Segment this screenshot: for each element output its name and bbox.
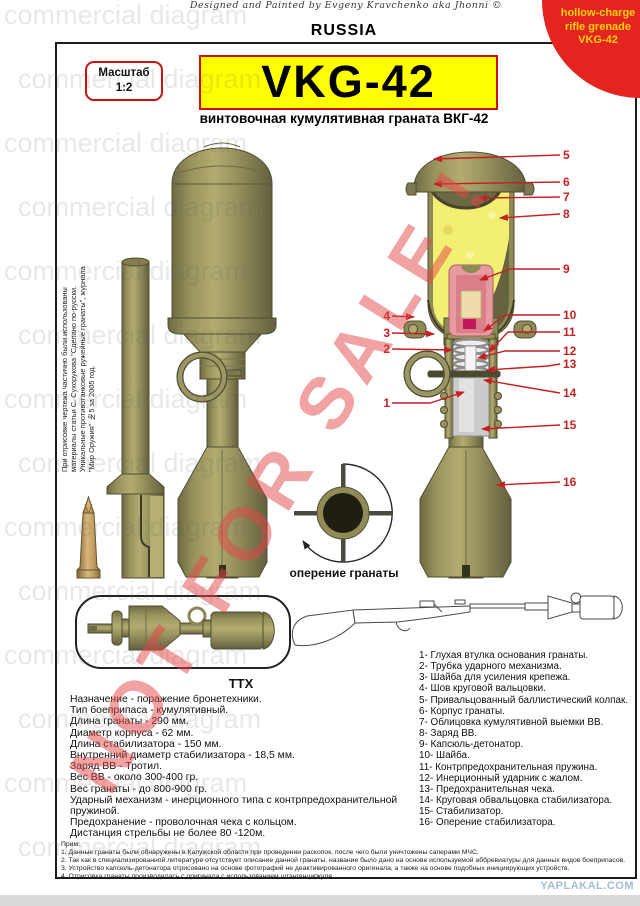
parts-list: 1- Глухая втулка основания гранаты. 2- Т… xyxy=(419,650,633,829)
callout-number-7: 7 xyxy=(563,190,570,204)
fins-top-view xyxy=(294,463,393,563)
corner-badge: hollow-charge rifle grenade VKG-42 xyxy=(542,0,640,98)
callout-number-16: 16 xyxy=(563,475,577,489)
grenade-horizontal-view xyxy=(87,605,275,651)
callout-number-9: 9 xyxy=(563,262,570,276)
parts-list-item: 13- Предохранительная чека. xyxy=(419,783,555,795)
ttx-line: Длина стабилизатора - 150 мм. xyxy=(70,738,222,750)
parts-list-item: 9- Капсюль-детонатор. xyxy=(419,739,524,751)
leader-lines xyxy=(391,154,561,489)
parts-list-item: 6- Корпус гранаты. xyxy=(419,705,505,717)
parts-list-item: 1- Глухая втулка основания гранаты. xyxy=(419,650,589,661)
page-frame xyxy=(55,42,637,879)
scale-value: 1:2 xyxy=(115,82,133,94)
parts-list-item: 14- Круговая обвальцовка стабилизатора. xyxy=(419,795,613,807)
ttx-line: Дистанция стрельбы не более 80 -120м. xyxy=(70,828,266,840)
parts-list-item: 3- Шайба для усиления крепежа. xyxy=(419,672,571,684)
callout-number-10: 10 xyxy=(563,308,577,322)
ttx-line: Заряд ВВ - Тротил. xyxy=(70,761,162,773)
corner-badge-line: rifle grenade xyxy=(564,20,632,33)
site-logo[interactable]: YAPLAKAL.COM xyxy=(540,880,634,892)
callout-number-5: 5 xyxy=(563,148,570,162)
ttx-line: Предохранение - проволочная чека с кольц… xyxy=(70,817,297,829)
callout-number-3: 3 xyxy=(383,326,390,340)
callout-number-1: 1 xyxy=(383,396,390,410)
parts-list-item: 11- Контрпредохранительная пружина. xyxy=(419,761,598,773)
footnote: 3. Устройство капсюль-детонатора отрисов… xyxy=(61,865,570,872)
rifle-with-grenade xyxy=(291,592,623,647)
callout-number-8: 8 xyxy=(563,207,570,221)
ttx-line: Внутренний диаметр стабилизатора - 18,5 … xyxy=(70,750,295,762)
parts-list-item: 2- Трубка ударного механизма. xyxy=(419,661,562,673)
page-title: VKG-42 xyxy=(261,56,436,107)
callout-number-2: 2 xyxy=(383,342,390,356)
callout-number-13: 13 xyxy=(563,357,577,371)
ttx-line: Тип боеприпаса - кумулятивный. xyxy=(70,705,229,717)
parts-list-item: 5- Привальцованный баллистический колпак… xyxy=(419,694,629,706)
fins-top-view-caption: оперение гранаты xyxy=(289,566,399,580)
bottom-strip xyxy=(0,895,640,906)
ttx-line: Ударный механизм - инерционного типа с к… xyxy=(70,794,398,818)
parts-list-item: 12- Инерционный ударник с жалом. xyxy=(419,772,583,784)
scale-label: Масштаб xyxy=(98,67,150,79)
ttx-block: ТТХ Назначение - поражение бронетехники.… xyxy=(70,676,412,840)
callout-number-12: 12 xyxy=(563,344,577,358)
ttx-line: Назначение - поражение бронетехники. xyxy=(70,694,262,705)
callout-number-15: 15 xyxy=(563,418,577,432)
ttx-line: Диаметр корпуса - 62 мм. xyxy=(70,727,194,739)
callout-number-11: 11 xyxy=(563,325,576,339)
footnote: 1. Данные гранаты были обнаружены в Калу… xyxy=(61,849,479,856)
corner-badge-line: VKG-42 xyxy=(578,34,618,46)
ttx-title: ТТХ xyxy=(228,676,254,691)
parts-list-item: 4- Шов круговой вальцовки. xyxy=(419,683,546,695)
ttx-line: Вес гранаты - до 800-900 гр. xyxy=(70,783,208,795)
stabilizer-tube-detail xyxy=(106,257,165,579)
callout-number-14: 14 xyxy=(563,386,577,400)
scale-box: Масштаб 1:2 xyxy=(85,61,163,101)
callout-number-6: 6 xyxy=(563,175,570,189)
grenade-side-view xyxy=(167,142,277,579)
footnotes-block: Прим: 1. Данные гранаты были обнаружены … xyxy=(61,841,626,881)
parts-list-item: 8- Заряд ВВ. xyxy=(419,728,478,740)
footnote: 2. Так как в специализированной литерату… xyxy=(61,857,626,864)
parts-list-item: 15- Стабилизатор. xyxy=(419,806,504,818)
grenade-box-outline xyxy=(75,595,291,669)
title-banner: VKG-42 xyxy=(199,55,498,110)
country-label: RUSSIA xyxy=(310,22,378,39)
source-note-vertical: При отрисовке чертежа частично были испо… xyxy=(60,266,96,472)
footnote: 4. Отрисовка гранаты производилась с ори… xyxy=(61,873,334,880)
parts-list-item: 16- Оперение стабилизатора. xyxy=(419,817,556,829)
grenade-cross-section xyxy=(403,151,537,579)
credit-line: Designed and Painted by Evgeny Kravchenk… xyxy=(189,0,503,11)
ttx-line: Длина гранаты - 290 мм. xyxy=(70,716,189,728)
ttx-line: Вес ВВ - около 300-400 гр. xyxy=(70,772,199,784)
subtitle: винтовочная кумулятивная граната ВКГ-42 xyxy=(199,111,489,126)
callout-number-4: 4 xyxy=(383,309,390,323)
footnotes-title: Прим: xyxy=(61,841,81,848)
parts-list-item: 7- Облицовка кумулятивной выемки ВВ. xyxy=(419,716,604,728)
parts-list-item: 10- Шайба. xyxy=(419,750,470,762)
corner-badge-line: hollow-charge xyxy=(560,7,636,19)
blank-cartridge xyxy=(76,495,101,579)
